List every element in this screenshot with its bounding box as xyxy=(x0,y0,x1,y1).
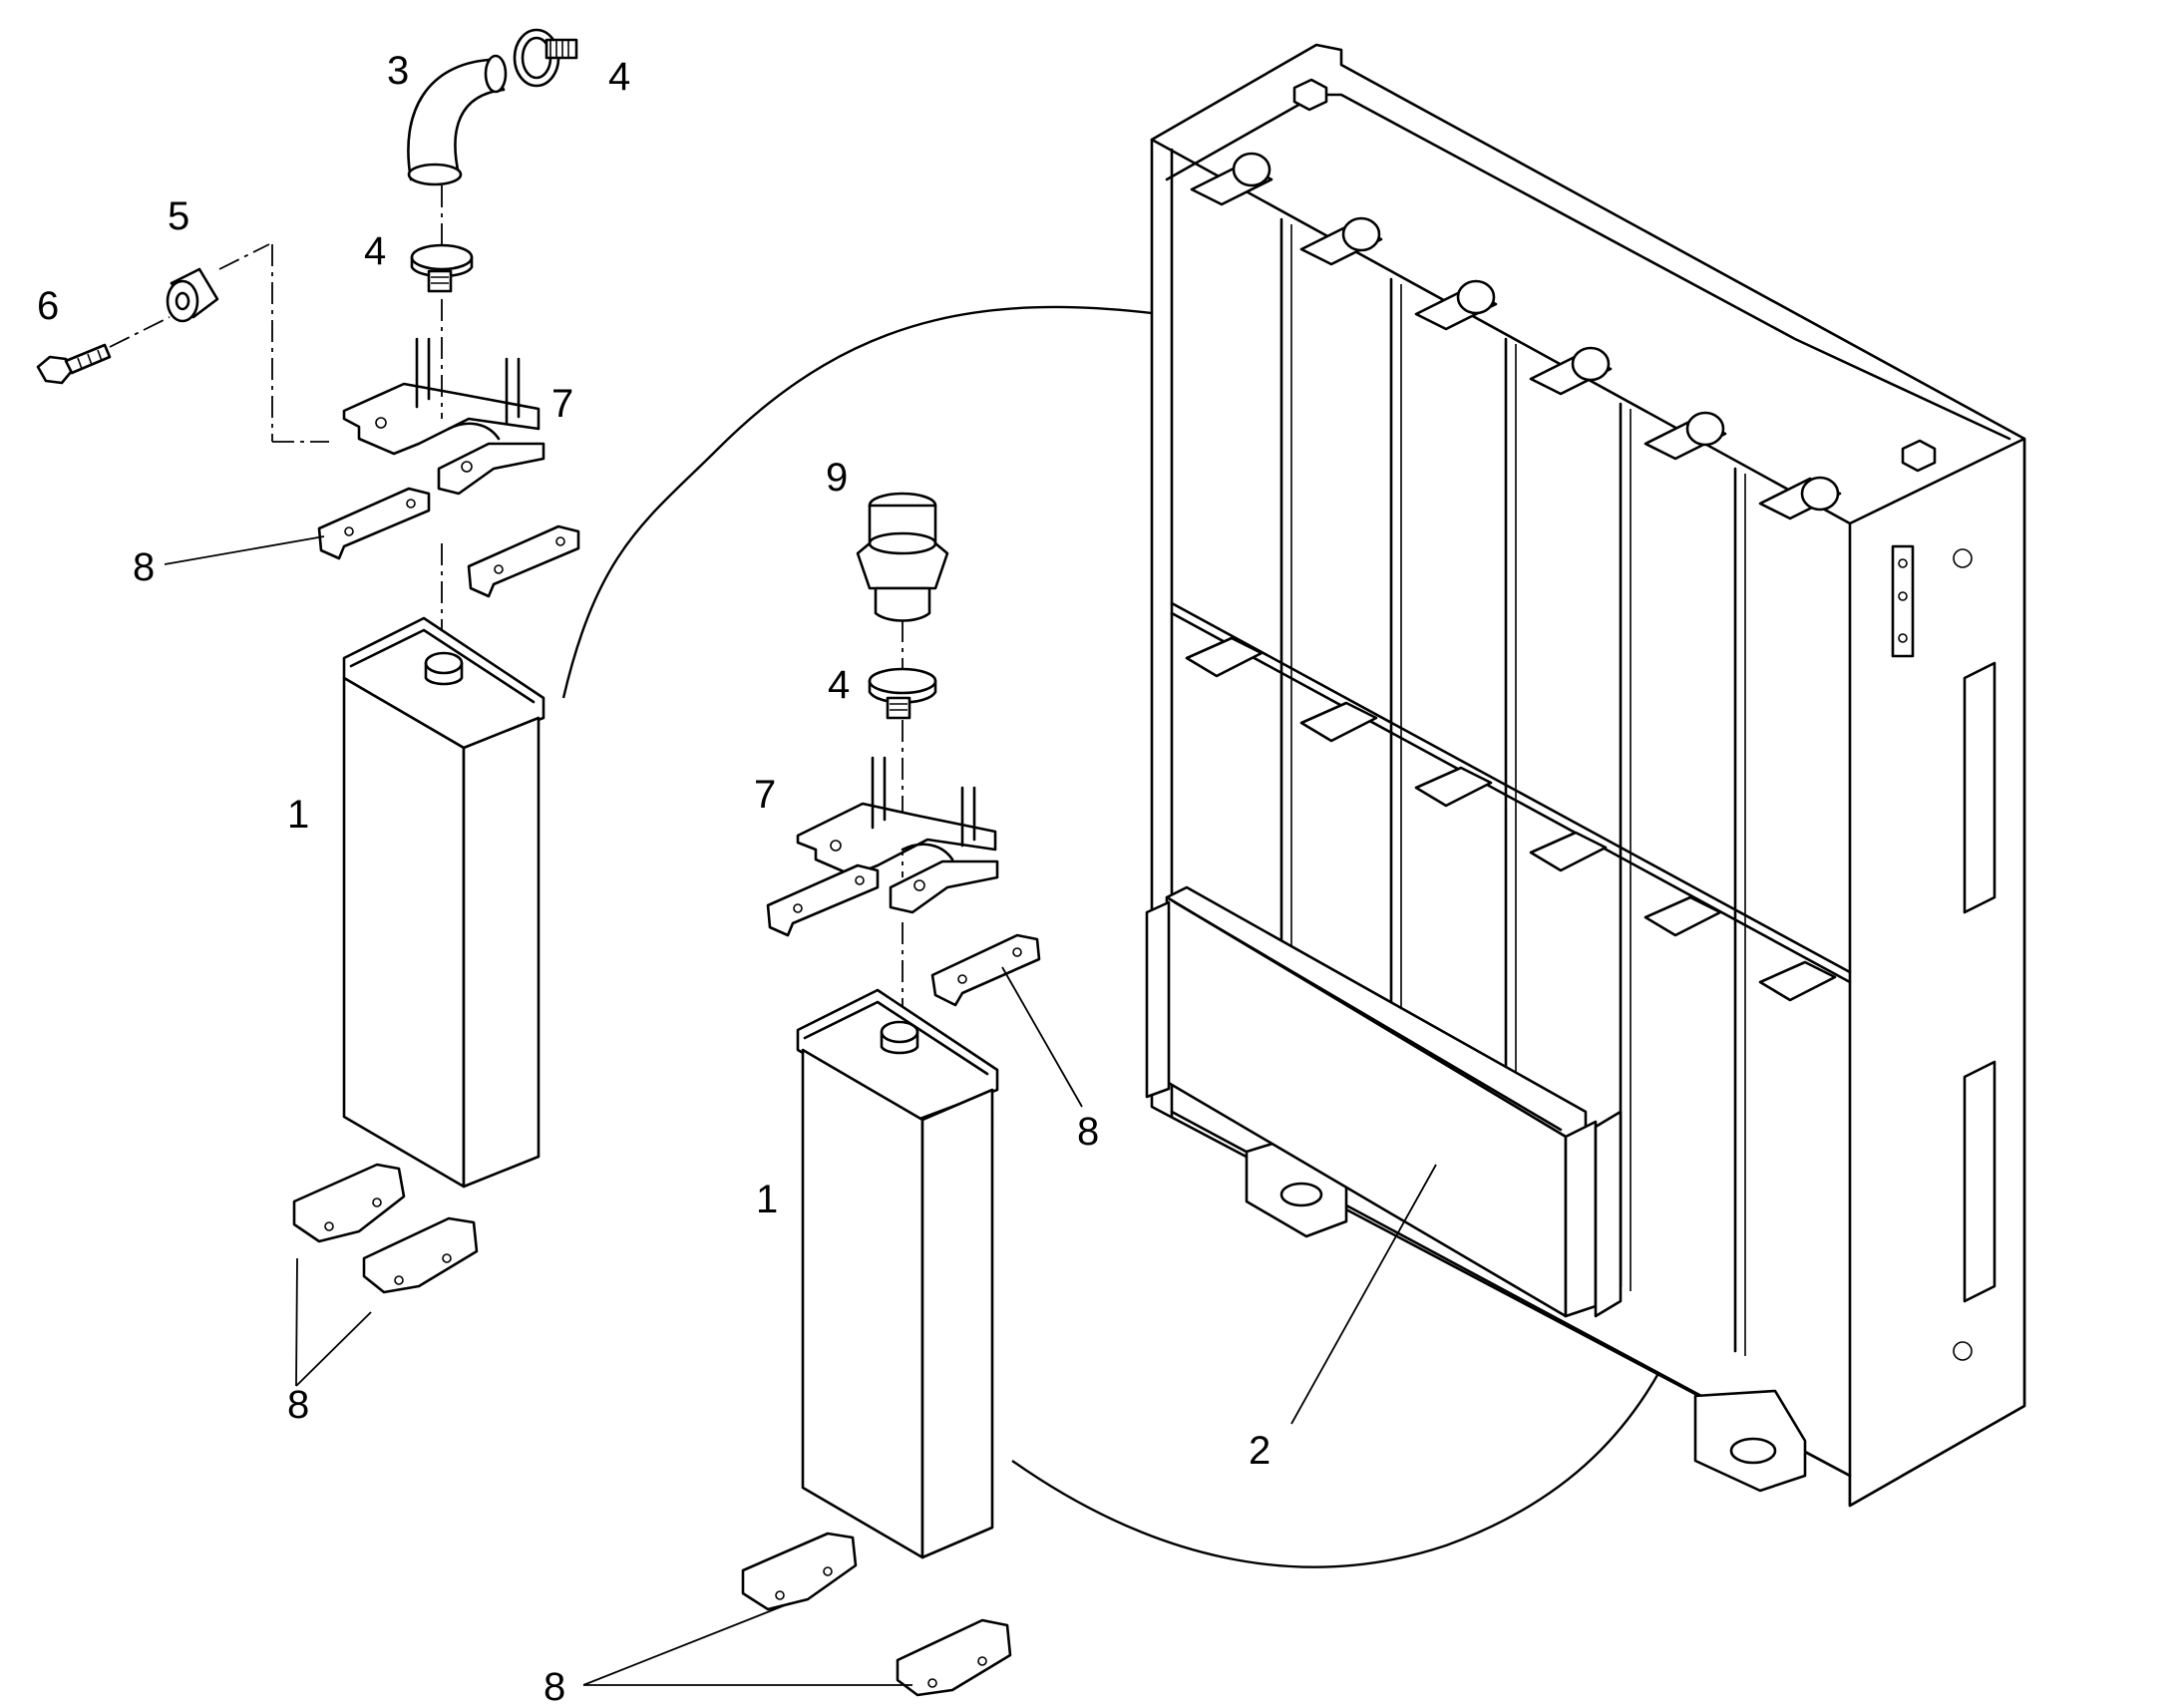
elbow-hose xyxy=(407,54,508,186)
callout-clamp-top: 4 xyxy=(608,55,630,99)
hose-clamp-mid xyxy=(410,243,474,293)
hose-adapter xyxy=(856,492,949,622)
oil-cooler-core-center xyxy=(796,988,999,1559)
pads-upper xyxy=(317,487,580,598)
rubber-spacer xyxy=(166,267,219,323)
insertion-arrows xyxy=(561,305,1697,1568)
callout-bracket: 7 xyxy=(551,382,573,426)
hose-clamp-top xyxy=(513,28,578,88)
callout-clamp-mid: 4 xyxy=(364,229,386,273)
mounting-bracket xyxy=(342,337,545,496)
oil-cooler-core-left xyxy=(342,616,545,1189)
pads-center-upper xyxy=(766,863,1041,1007)
callout-clamp-center: 4 xyxy=(828,663,850,707)
callout-pads-bottom: 8 xyxy=(287,1383,309,1427)
mid-fittings xyxy=(1185,636,1837,1002)
callout-core: 1 xyxy=(287,793,309,837)
callout-hose: 3 xyxy=(387,49,409,93)
center-assembly: 9 4 7 1 8 8 xyxy=(544,456,1099,1708)
callout-bolt: 6 xyxy=(37,284,59,328)
top-fittings xyxy=(1190,152,1842,520)
callout-adapter: 9 xyxy=(826,456,848,500)
cooler-assembly: 2 xyxy=(1145,43,2026,1508)
callout-bracket-center: 7 xyxy=(754,773,776,817)
callout-spacer: 5 xyxy=(168,194,189,238)
bolt xyxy=(36,343,112,385)
hose-clamp-center xyxy=(868,667,937,720)
callout-cooler: 2 xyxy=(1249,1429,1271,1473)
callout-core-center: 1 xyxy=(756,1178,778,1221)
callout-pads-right: 8 xyxy=(1077,1110,1099,1154)
callout-pads-bottom-center: 8 xyxy=(544,1665,565,1708)
pads-lower xyxy=(292,1163,479,1294)
left-assembly: 3 4 4 5 6 7 8 1 8 xyxy=(36,28,630,1427)
mounting-bracket-center xyxy=(796,756,999,914)
sub-cooler xyxy=(1145,885,1623,1318)
callout-pads: 8 xyxy=(133,545,155,589)
pads-center-lower xyxy=(741,1532,1012,1697)
